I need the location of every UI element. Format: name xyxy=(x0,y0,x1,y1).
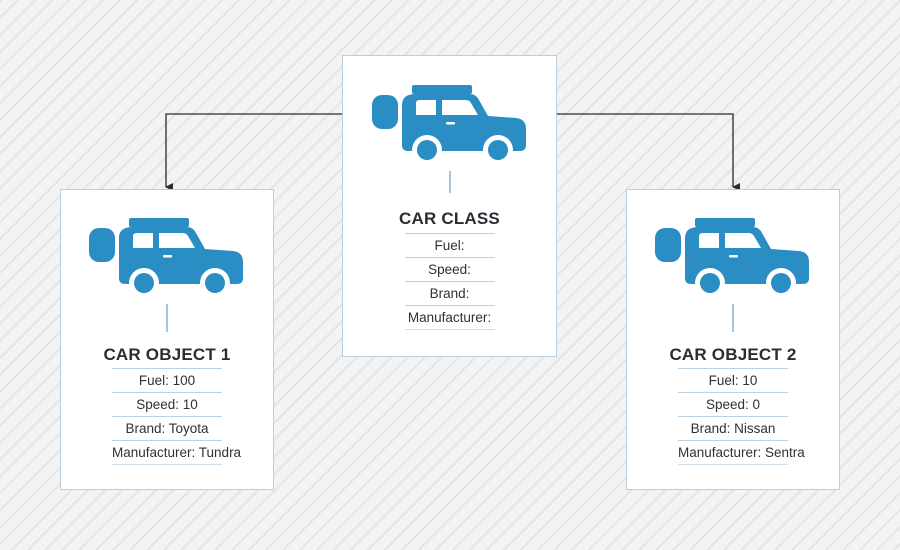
connector-class-to-object2 xyxy=(557,113,740,191)
car-object-2-card: CAR OBJECT 2 Fuel: 10 Speed: 0 Brand: Ni… xyxy=(626,189,840,490)
connector-stem xyxy=(732,304,734,332)
attribute-row: Fuel: xyxy=(404,234,495,258)
attribute-row: Brand: Toyota xyxy=(112,417,222,441)
attribute-row: Manufacturer: Tundra xyxy=(112,441,241,465)
card-title: CAR OBJECT 2 xyxy=(669,345,797,364)
card-title: CAR OBJECT 1 xyxy=(103,345,231,364)
connector-stem xyxy=(448,171,451,193)
attribute-row: Speed: 10 xyxy=(112,393,222,417)
attribute-row: Manufacturer: xyxy=(404,306,495,330)
title-divider xyxy=(404,233,495,234)
car-icon xyxy=(655,214,811,302)
attribute-row: Brand: xyxy=(404,282,495,306)
title-divider xyxy=(112,368,222,369)
attribute-row: Fuel: 100 xyxy=(112,369,222,393)
car-object-1-card: CAR OBJECT 1 Fuel: 100 Speed: 10 Brand: … xyxy=(60,189,274,490)
car-class-card: CAR CLASS Fuel: Speed: Brand: Manufactur… xyxy=(342,55,557,357)
attribute-row: Speed: xyxy=(404,258,495,282)
attribute-row: Brand: Nissan xyxy=(678,417,788,441)
title-divider xyxy=(678,368,788,369)
connector-class-to-object1 xyxy=(165,113,342,191)
attribute-row: Speed: 0 xyxy=(678,393,788,417)
car-icon xyxy=(89,214,245,302)
card-title: CAR CLASS xyxy=(399,209,500,228)
attribute-row: Manufacturer: Sentra xyxy=(678,441,805,465)
attribute-row: Fuel: 10 xyxy=(678,369,788,393)
car-icon xyxy=(371,81,528,169)
connector-stem xyxy=(166,304,168,332)
